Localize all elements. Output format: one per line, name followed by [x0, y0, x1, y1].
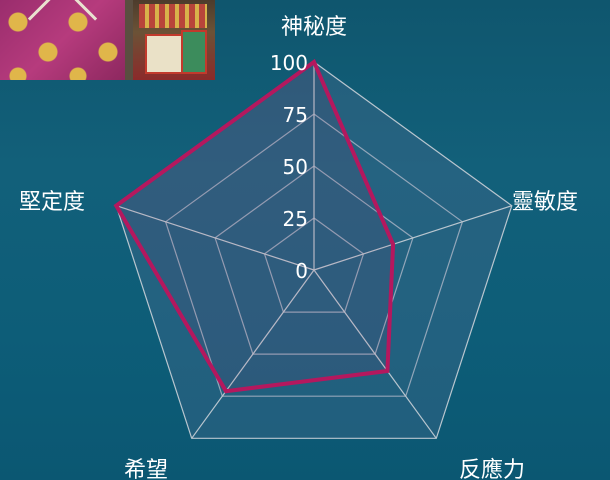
- scale-tick-label: 50: [283, 155, 308, 179]
- thumbnail-shrine-roof: [139, 4, 207, 28]
- thumbnail-pattern-left: [0, 0, 125, 80]
- radar-series: [113, 58, 396, 394]
- scale-tick-label: 25: [283, 207, 308, 231]
- grid-ring: [263, 217, 365, 313]
- thumbnail-shrine-sign-green: [181, 30, 207, 74]
- scale-tick-label: 100: [270, 51, 308, 75]
- video-thumbnail: [0, 0, 215, 80]
- radar-scale-ticks: 0 25 50 75 100: [270, 51, 308, 283]
- axis-label: 靈敏度: [512, 190, 578, 215]
- axis-label: 神秘度: [281, 15, 347, 40]
- grid-spoke: [116, 205, 315, 271]
- scale-tick-label: 75: [283, 103, 308, 127]
- grid-spoke: [191, 269, 315, 439]
- axis-label: 反應力: [459, 457, 525, 480]
- axis-label: 堅定度: [19, 190, 85, 215]
- axis-label: 希望: [124, 458, 168, 480]
- thumbnail-divider: [125, 0, 133, 80]
- grid-spoke: [313, 205, 512, 271]
- grid-ring: [214, 165, 414, 355]
- grid-spoke: [313, 269, 437, 439]
- radar-axis-labels: 神秘度 靈敏度 反應力 希望 堅定度: [19, 15, 578, 480]
- scale-tick-label: 0: [295, 259, 308, 283]
- radar-grid: [115, 61, 513, 439]
- series-polygon: [113, 58, 396, 394]
- grid-ring: [164, 113, 464, 397]
- thumbnail-shrine-right: [133, 0, 215, 80]
